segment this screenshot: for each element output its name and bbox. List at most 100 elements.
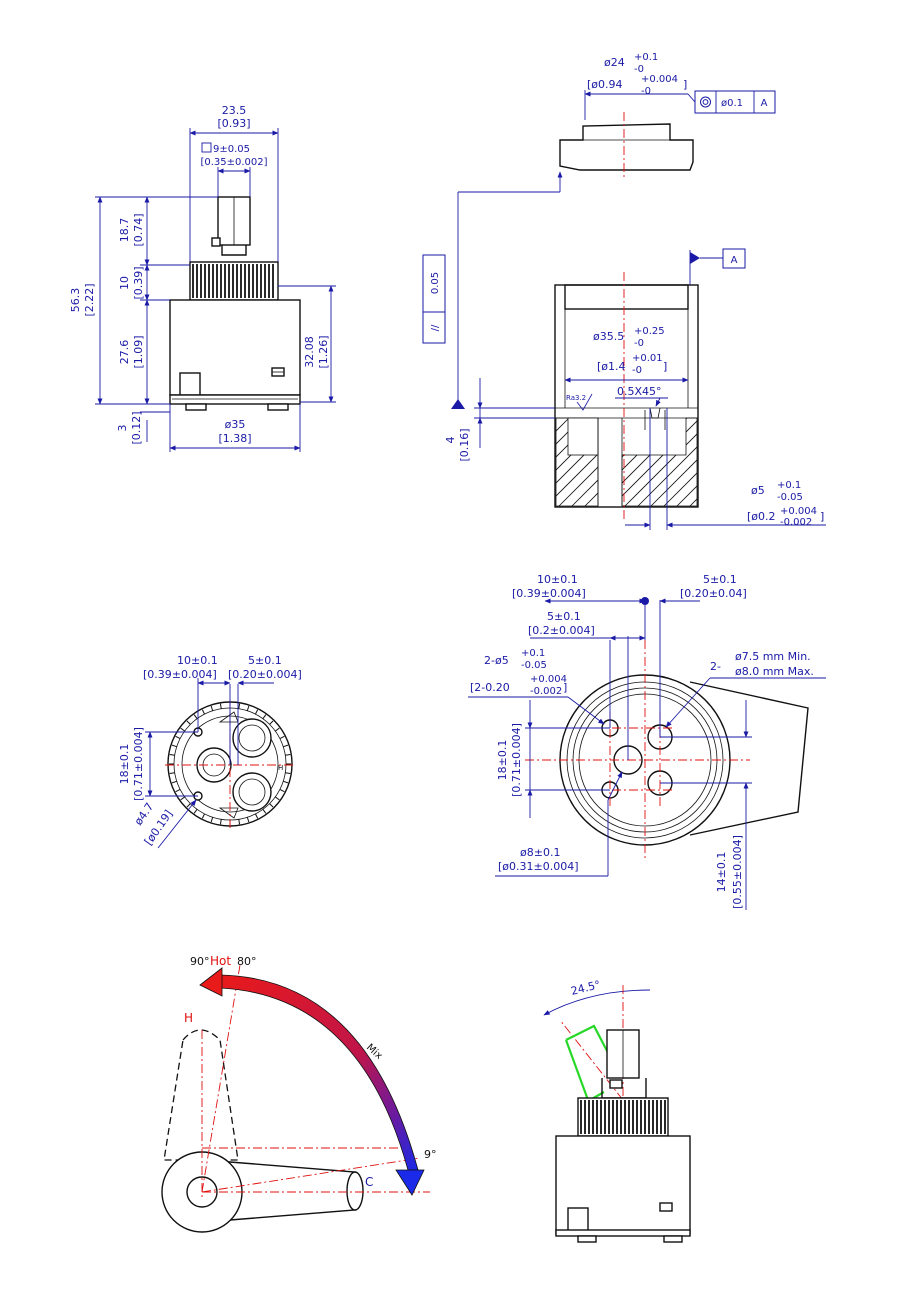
c-label: C (365, 1175, 373, 1189)
svg-text:]: ] (820, 510, 824, 523)
seat-insert (559, 123, 694, 171)
holes-top-b: 5±0.1 (703, 573, 737, 586)
bottom-a: 10±0.1 (177, 654, 218, 667)
parallel-icon: // (430, 324, 441, 331)
seat-chamfer: 0.5X45° (617, 385, 662, 398)
seat-d355: ø35.5 (593, 330, 624, 343)
seat-depth: 4 (444, 437, 457, 444)
holes-d8-in: [ø0.31±0.004] (498, 860, 579, 873)
fcf-value: ø0.1 (721, 98, 743, 109)
holes-h2-dn: -0.05 (521, 660, 547, 671)
side-body: 27.6 (118, 340, 131, 365)
angle-9: 9° (424, 1148, 437, 1161)
seat-d02: [ø0.2 (747, 510, 776, 523)
seat-section-view: ø24 +0.1 -0 [ø0.94 +0.004 -0 ] ø0.1 A 0.… (422, 52, 826, 530)
seat-d02-up: +0.004 (780, 506, 817, 517)
side-view: 23.5 [0.93] 9±0.05 [0.35±0.002] 56.3 [2.… (69, 104, 336, 452)
holes-mid-in: [0.2±0.004] (528, 624, 595, 637)
holes-big-min: ø7.5 mm Min. (735, 650, 811, 663)
holes-v14: 14±0.1 (715, 852, 728, 893)
hot-arrow-icon (199, 967, 223, 997)
side-square: 9±0.05 (213, 144, 250, 155)
svg-text:]: ] (563, 681, 567, 694)
seat-d355-up: +0.25 (634, 326, 665, 337)
seat-d14-dn: -0 (632, 365, 642, 376)
roughness-icon (576, 393, 593, 411)
cold-arrow-icon (395, 1169, 425, 1196)
holes-v18-in: [0.71±0.004] (510, 723, 523, 797)
seat-d5-dn: -0.05 (777, 492, 803, 503)
svg-text:H: H (278, 764, 283, 772)
bottom-a-in: [0.39±0.004] (143, 668, 217, 681)
holes-h2-in: [2-0.20 (470, 681, 510, 694)
seat-d24-dn: -0 (634, 64, 644, 75)
seat-d355-dn: -0 (634, 338, 644, 349)
feature-control-frame (694, 90, 776, 114)
seat-ra: Ra3.2 (566, 394, 586, 402)
h-label: H (184, 1011, 193, 1025)
seat-d5-up: +0.1 (777, 480, 801, 491)
parallel-value: 0.05 (430, 272, 441, 294)
concentricity-icon (700, 96, 711, 108)
hot-label: Hot (210, 954, 231, 968)
holes-top-a-in: [0.39±0.004] (512, 587, 586, 600)
side-overall: 56.3 (69, 288, 82, 313)
bottom-view: H 10±0.1 [0.39±0.004] 5±0.1 [0.20±0.004]… (118, 654, 302, 849)
holes-mid: 5±0.1 (547, 610, 581, 623)
bottom-c: 18±0.1 (118, 744, 131, 785)
side-right-in: [1.26] (317, 335, 330, 368)
side-stem-in: [0.74] (132, 213, 145, 246)
side-square-in: [0.35±0.002] (200, 157, 267, 168)
holes-top-a: 10±0.1 (537, 573, 578, 586)
side-dia-in: [1.38] (218, 432, 251, 445)
seat-d02-dn: -0.002 (780, 517, 812, 528)
angle-90: 90° (190, 955, 210, 968)
svg-text:]: ] (663, 360, 667, 373)
holes-plan-view: 10±0.1 [0.39±0.004] 5±0.1 [0.20±0.04] 5±… (468, 573, 826, 910)
tilt-view: 24.5° (543, 978, 691, 1243)
holes-v18: 18±0.1 (496, 740, 509, 781)
seat-d14: [ø1.4 (597, 360, 626, 373)
holes-v14-in: [0.55±0.004] (731, 835, 744, 909)
holes-h2-up: +0.1 (521, 648, 545, 659)
parallelism-frame (422, 254, 446, 344)
seat-d24-in-dn: -0 (641, 86, 651, 97)
seat-d14-up: +0.01 (632, 353, 663, 364)
holes-h2: 2-ø5 (484, 654, 509, 667)
bottom-b: 5±0.1 (248, 654, 282, 667)
side-right: 32.08 (303, 336, 316, 368)
handle-rotation-view: 90° Hot 80° H Mix 9° C (161, 954, 437, 1233)
datum-a: A (731, 255, 738, 266)
seat-d24: ø24 (604, 56, 625, 69)
side-overall-in: [2.22] (83, 283, 96, 316)
side-top-width-in: [0.93] (217, 117, 250, 130)
holes-big-pre: 2- (710, 660, 721, 673)
side-top-width: 23.5 (222, 104, 247, 117)
side-base-in: [0.12] (130, 411, 143, 444)
seat-d24-in: [ø0.94 (587, 78, 623, 91)
bottom-c-in: [0.71±0.004] (132, 727, 145, 801)
rotation-arc (219, 974, 419, 1171)
svg-text:]: ] (683, 78, 687, 91)
holes-d8: ø8±0.1 (520, 846, 560, 859)
side-gear-in: [0.39] (132, 266, 145, 299)
holes-h2-in-dn: -0.002 (530, 686, 562, 697)
holes-top-b-in: [0.20±0.04] (680, 587, 747, 600)
side-gear: 10 (118, 276, 131, 290)
holes-big-max: ø8.0 mm Max. (735, 665, 814, 678)
square-symbol-icon (201, 142, 212, 153)
seat-d24-up: +0.1 (634, 52, 658, 63)
angle-80: 80° (237, 955, 257, 968)
seat-depth-in: [0.16] (458, 428, 471, 461)
side-body-in: [1.09] (132, 335, 145, 368)
seat-d5: ø5 (751, 484, 765, 497)
bottom-b-in: [0.20±0.004] (228, 668, 302, 681)
side-base: 3 (116, 425, 129, 432)
side-stem: 18.7 (118, 218, 131, 243)
holes-h2-in-up: +0.004 (530, 674, 567, 685)
fcf-ref: A (761, 98, 768, 109)
seat-d24-in-up: +0.004 (641, 74, 678, 85)
tilt-angle: 24.5° (570, 978, 602, 998)
